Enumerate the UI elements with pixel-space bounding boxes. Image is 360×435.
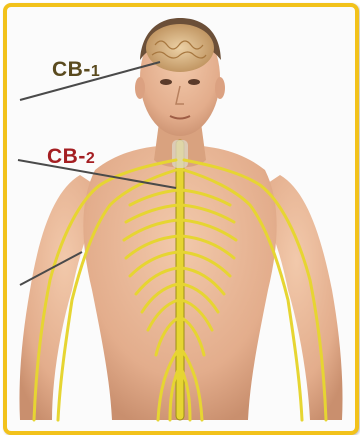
label-cb-2-prefix: CB-	[47, 145, 86, 168]
label-cb-1-number: 1	[91, 63, 100, 80]
label-cb-1-prefix: CB-	[52, 58, 91, 81]
label-cb-1: CB-1	[52, 58, 100, 82]
label-cb-2-number: 2	[86, 150, 95, 167]
brain	[146, 24, 214, 72]
vertebra-cervical	[172, 140, 188, 168]
spinal-cord	[176, 140, 184, 420]
label-cb-2: CB-2	[47, 145, 95, 169]
